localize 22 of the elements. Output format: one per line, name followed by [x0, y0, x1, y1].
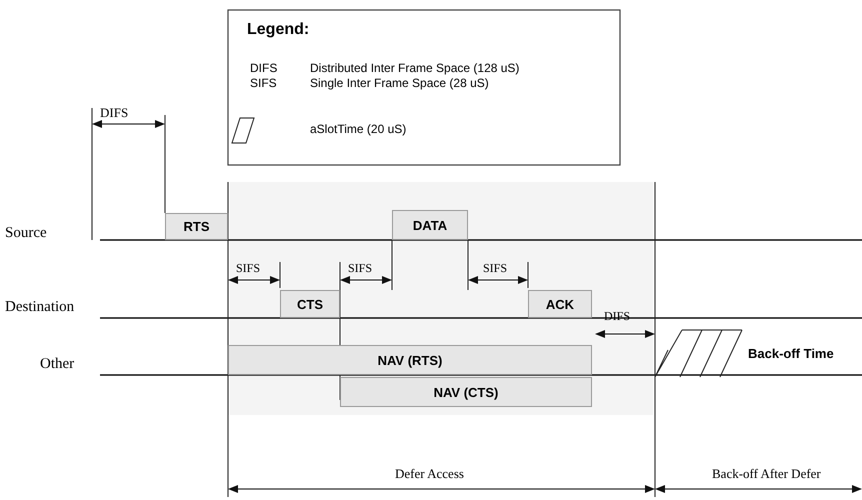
frame-box: RTS [165, 213, 228, 240]
interval-label: SIFS [236, 262, 260, 274]
frame-box: DATA [392, 210, 468, 240]
interval-label: SIFS [348, 262, 372, 274]
interval-label: SIFS [483, 262, 508, 274]
abbreviation: DIFS [250, 62, 278, 74]
interval-label: Back-off After Defer [712, 467, 821, 480]
station-label: Destination [5, 300, 74, 315]
legend-heading: Legend: [247, 22, 310, 38]
interval-label: Defer Access [395, 467, 464, 480]
frame-box: CTS [280, 290, 340, 318]
abbreviation: SIFS [250, 77, 277, 89]
interval-label: DIFS [100, 106, 128, 119]
station-label: Source [5, 226, 47, 241]
backoff-label: Back-off Time [748, 347, 834, 360]
legend-text: aSlotTime (20 uS) [310, 123, 406, 135]
station-label: Other [40, 357, 74, 372]
frame-box: ACK [528, 290, 592, 318]
legend-text: Single Inter Frame Space (28 uS) [310, 77, 489, 89]
frame-box: NAV (CTS) [340, 377, 592, 407]
frame-box: NAV (RTS) [228, 345, 592, 375]
legend-text: Distributed Inter Frame Space (128 uS) [310, 62, 520, 74]
